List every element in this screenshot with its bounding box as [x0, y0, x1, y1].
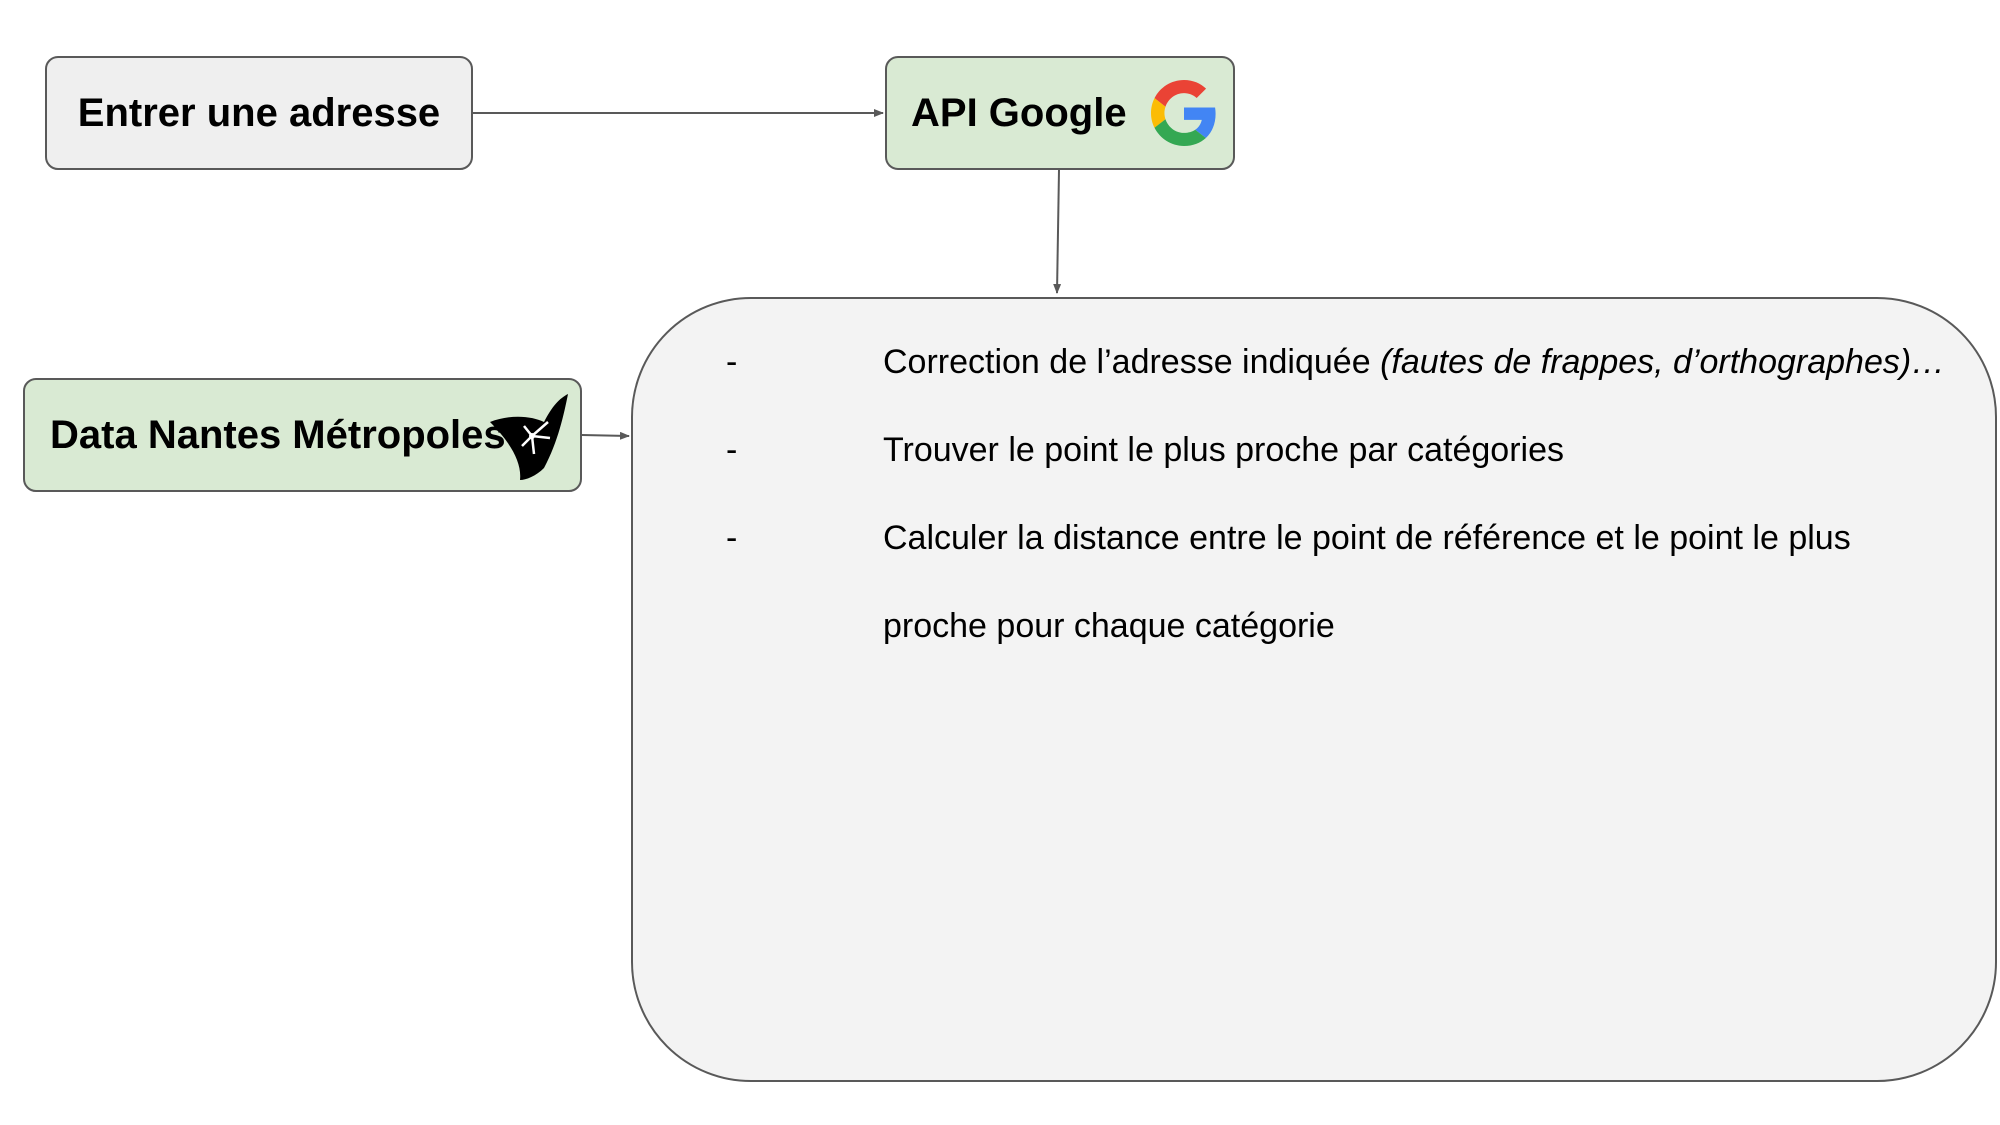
- bullet-dash: -: [726, 519, 738, 557]
- bullet-dash: -: [726, 343, 738, 381]
- node-api-google: API Google: [885, 56, 1235, 170]
- processing-item-text: Correction de l’adresse indiquée: [883, 343, 1381, 381]
- processing-item-text: Trouver le point le plus proche par caté…: [883, 431, 1564, 469]
- processing-item-note: (fautes de frappes, d’orthographes)…: [1380, 343, 1946, 381]
- node-data-nantes-label: Data Nantes Métropoles: [50, 412, 506, 457]
- node-enter-address: Entrer une adresse: [45, 56, 473, 170]
- node-data-nantes: Data Nantes Métropoles: [23, 378, 582, 492]
- node-enter-address-label: Entrer une adresse: [77, 90, 441, 135]
- processing-item-text-continued: proche pour chaque catégorie: [883, 607, 1335, 645]
- bullet-dash: -: [726, 431, 738, 469]
- node-processing: - Correction de l’adresse indiquée (faut…: [631, 297, 1997, 1082]
- arrow-google-to-process: [1053, 169, 1062, 294]
- arrow-nantes-to-process: [581, 431, 630, 440]
- processing-item-text: Calculer la distance entre le point de r…: [883, 519, 1851, 557]
- nantes-metropole-logo-icon: [490, 394, 568, 480]
- node-api-google-label: API Google: [911, 90, 1127, 135]
- google-g-icon: [1151, 80, 1216, 146]
